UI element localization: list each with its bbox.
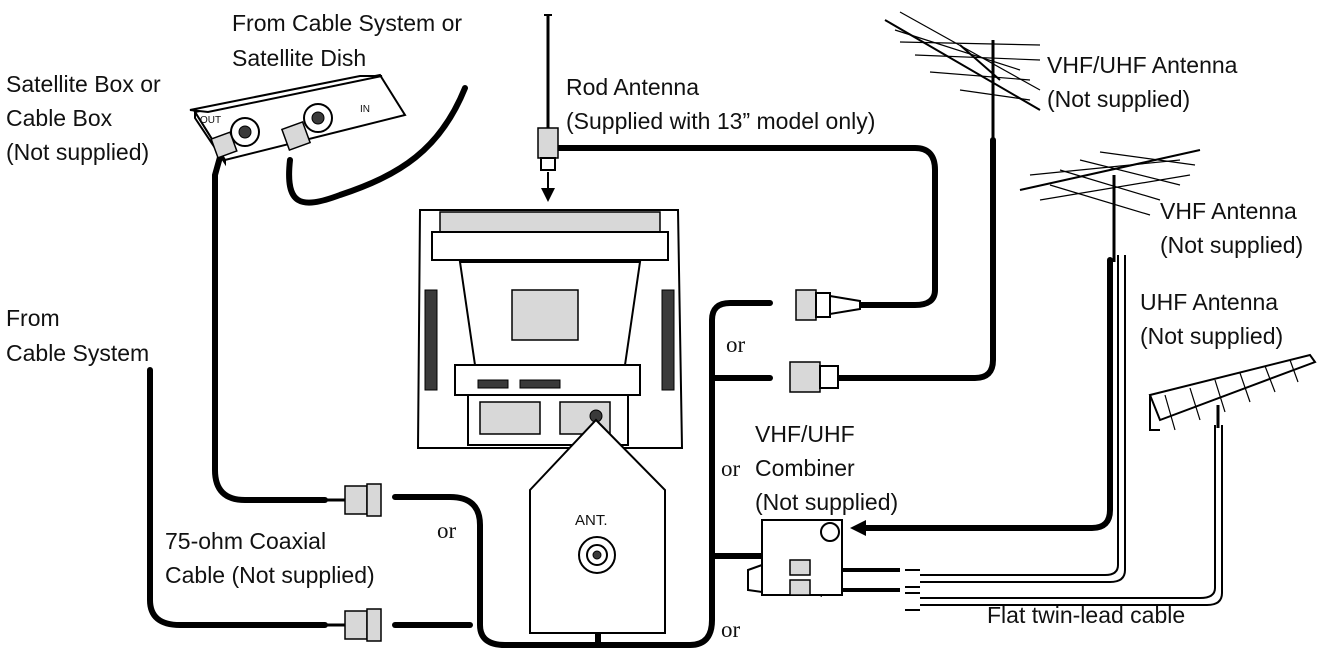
combiner-label-3: (Not supplied) [755, 489, 898, 515]
twin-lead-uhf [920, 425, 1216, 599]
out-port-label: OUT [200, 115, 221, 126]
vhf-antenna-illustration [1019, 149, 1201, 262]
satellite-box-label-1: Satellite Box or [6, 71, 161, 97]
rod-antenna-label-1: Rod Antenna [566, 74, 699, 100]
combiner-label-1: VHF/UHF [755, 421, 855, 447]
coaxial-label-1: 75-ohm Coaxial [165, 528, 326, 554]
combiner-arrow-head [850, 520, 866, 536]
in-port-label: IN [360, 104, 370, 115]
tv-rear-view [416, 209, 684, 449]
from-cable-system-label-1: From [6, 305, 60, 331]
f-connector-rod [795, 289, 861, 321]
vhf-uhf-antenna-label-2: (Not supplied) [1047, 86, 1190, 112]
combiner-feed-cable [857, 257, 1113, 531]
twin-lead-vhf-b [920, 255, 1126, 583]
uhf-antenna-label-2: (Not supplied) [1140, 323, 1283, 349]
satellite-box-label-2: Cable Box [6, 105, 113, 131]
rod-antenna-label-2: (Supplied with 13” model only) [566, 108, 875, 134]
uhf-antenna-label-1: UHF Antenna [1140, 289, 1278, 315]
vhf-uhf-antenna-cable [832, 137, 996, 381]
spade-lug-2 [905, 592, 920, 611]
box-out-cable [212, 147, 328, 503]
dish-to-box-cable [286, 85, 468, 206]
f-connector-cable-system [325, 608, 382, 642]
vhf-uhf-antenna-illustration [884, 11, 1041, 145]
or-label-bottom: or [721, 617, 741, 642]
satellite-box-label-3: (Not supplied) [6, 139, 149, 165]
vhf-antenna-label-2: (Not supplied) [1160, 232, 1303, 258]
or-label-combiner: or [721, 456, 741, 481]
ant-jack-callout: ANT. [529, 418, 666, 634]
combiner-label-2: Combiner [755, 455, 855, 481]
uhf-antenna-illustration [1148, 353, 1317, 431]
twin-lead-vhf [920, 255, 1119, 576]
spade-lug-1 [905, 569, 920, 588]
from-cable-satellite-label-2: Satellite Dish [232, 45, 366, 71]
ant-jack-label: ANT. [575, 512, 608, 529]
cable-system-cable [147, 367, 328, 628]
rod-antenna [537, 14, 559, 202]
or-label-rod: or [726, 332, 746, 357]
vhf-uhf-antenna-label-1: VHF/UHF Antenna [1047, 52, 1238, 78]
vhf-antenna-label-1: VHF Antenna [1160, 198, 1297, 224]
coaxial-label-2: Cable (Not supplied) [165, 562, 375, 588]
twin-lead-uhf-b [920, 425, 1223, 606]
rod-antenna-cable [552, 145, 938, 308]
from-cable-satellite-label-1: From Cable System or [232, 10, 462, 36]
or-label-coax: or [437, 518, 457, 543]
f-connector-vhf-uhf [789, 361, 839, 393]
vhf-uhf-combiner [747, 519, 843, 596]
f-connector-box [325, 483, 382, 517]
satellite-box: OUT IN [189, 73, 407, 167]
twin-lead-label: Flat twin-lead cable [987, 602, 1185, 628]
from-cable-system-label-2: Cable System [6, 340, 149, 366]
